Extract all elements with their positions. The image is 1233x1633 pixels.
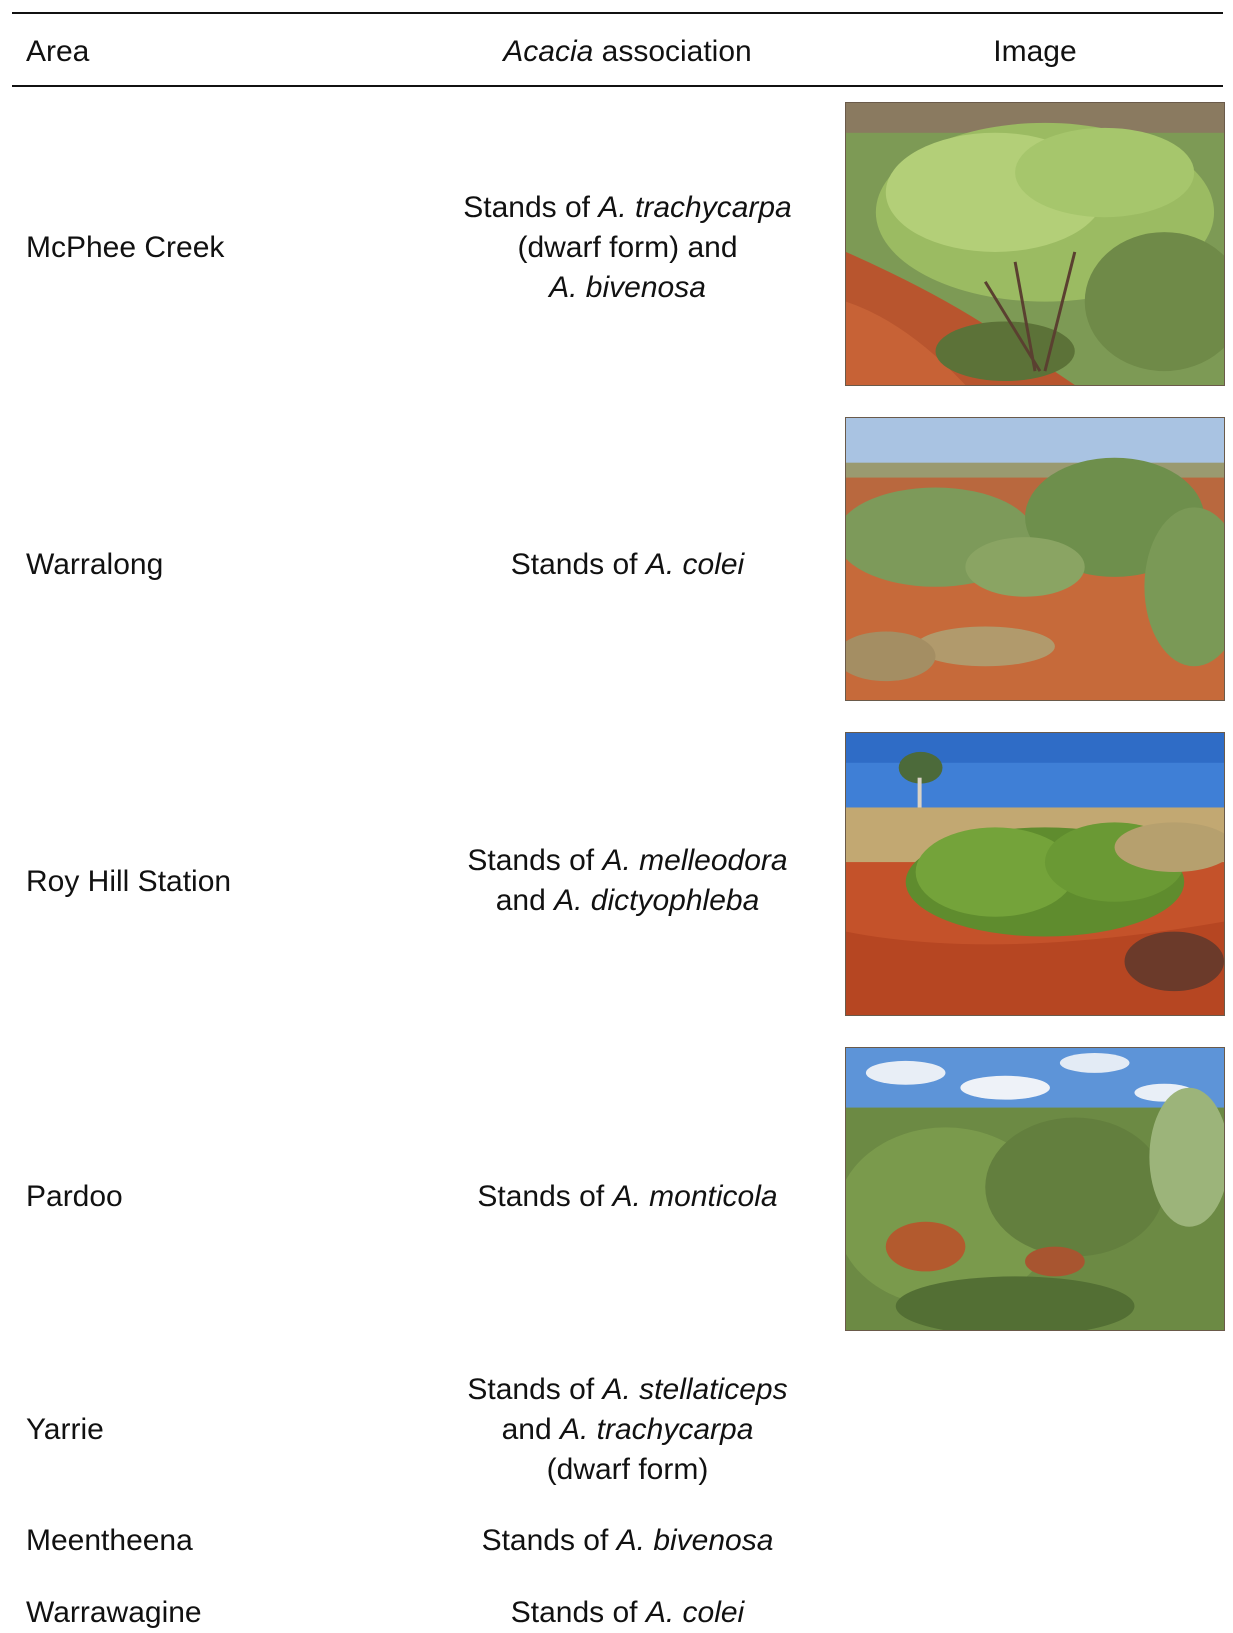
species-name: A. bivenosa <box>616 1524 774 1557</box>
association-line: and A. trachycarpa <box>420 1410 835 1450</box>
association-line: and A. dictyophleba <box>420 881 835 921</box>
area-cell: Pardoo <box>26 1180 123 1213</box>
association-line: Stands of A. colei <box>420 545 835 585</box>
species-name: A. trachycarpa <box>559 1413 754 1446</box>
photo-mcphee-creek-graphic <box>846 103 1224 385</box>
photo-pardoo <box>845 1047 1225 1331</box>
area-cell: Warrawagine <box>26 1596 202 1629</box>
species-name: A. trachycarpa <box>598 191 792 224</box>
header-association-word: association <box>593 35 752 68</box>
association-text: Stands of <box>467 1373 603 1406</box>
association-line: (dwarf form) <box>420 1450 835 1490</box>
association-line: Stands of A. colei <box>420 1593 835 1633</box>
species-name: A. colei <box>645 1596 745 1629</box>
table-top-rule <box>12 12 1223 14</box>
association-line: Stands of A. monticola <box>420 1177 835 1217</box>
association-line: (dwarf form) and <box>420 228 835 268</box>
species-name: A. dictyophleba <box>554 884 760 917</box>
header-area: Area <box>26 35 90 68</box>
area-cell: Warralong <box>26 548 164 581</box>
header-image: Image <box>993 35 1077 68</box>
association-line: Stands of A. stellaticeps <box>420 1370 835 1410</box>
association-line: Stands of A. trachycarpa <box>420 188 835 228</box>
species-name: A. monticola <box>612 1180 778 1213</box>
association-line: Stands of A. melleodora <box>420 841 835 881</box>
photo-warralong <box>845 417 1225 701</box>
association-text: (dwarf form) <box>546 1453 709 1486</box>
association-text: (dwarf form) and <box>517 231 738 264</box>
species-name: A. colei <box>645 548 745 581</box>
species-name: A. bivenosa <box>549 271 706 304</box>
association-text: Stands of <box>481 1524 617 1557</box>
association-text: Stands of <box>477 1180 613 1213</box>
photo-warralong-graphic <box>846 418 1224 700</box>
association-text: Stands of <box>510 548 646 581</box>
association-line: Stands of A. bivenosa <box>420 1521 835 1561</box>
area-cell: Roy Hill Station <box>26 865 232 898</box>
header-bottom-rule <box>12 85 1223 87</box>
species-name: A. melleodora <box>602 844 788 877</box>
association-text: Stands of <box>463 191 599 224</box>
header-genus: Acacia <box>503 35 594 68</box>
photo-roy-hill-station <box>845 732 1225 1016</box>
area-cell: McPhee Creek <box>26 231 225 264</box>
association-text: Stands of <box>510 1596 646 1629</box>
association-text: Stands of <box>467 844 603 877</box>
area-cell: Yarrie <box>26 1413 104 1446</box>
association-line: A. bivenosa <box>420 268 835 308</box>
header-acacia-association: Acacia association <box>420 32 835 72</box>
species-name: A. stellaticeps <box>602 1373 788 1406</box>
association-text: and <box>495 884 555 917</box>
photo-mcphee-creek <box>845 102 1225 386</box>
area-cell: Meentheena <box>26 1524 193 1557</box>
association-text: and <box>501 1413 560 1446</box>
photo-pardoo-graphic <box>846 1048 1224 1330</box>
photo-roy-hill-graphic <box>846 733 1224 1015</box>
